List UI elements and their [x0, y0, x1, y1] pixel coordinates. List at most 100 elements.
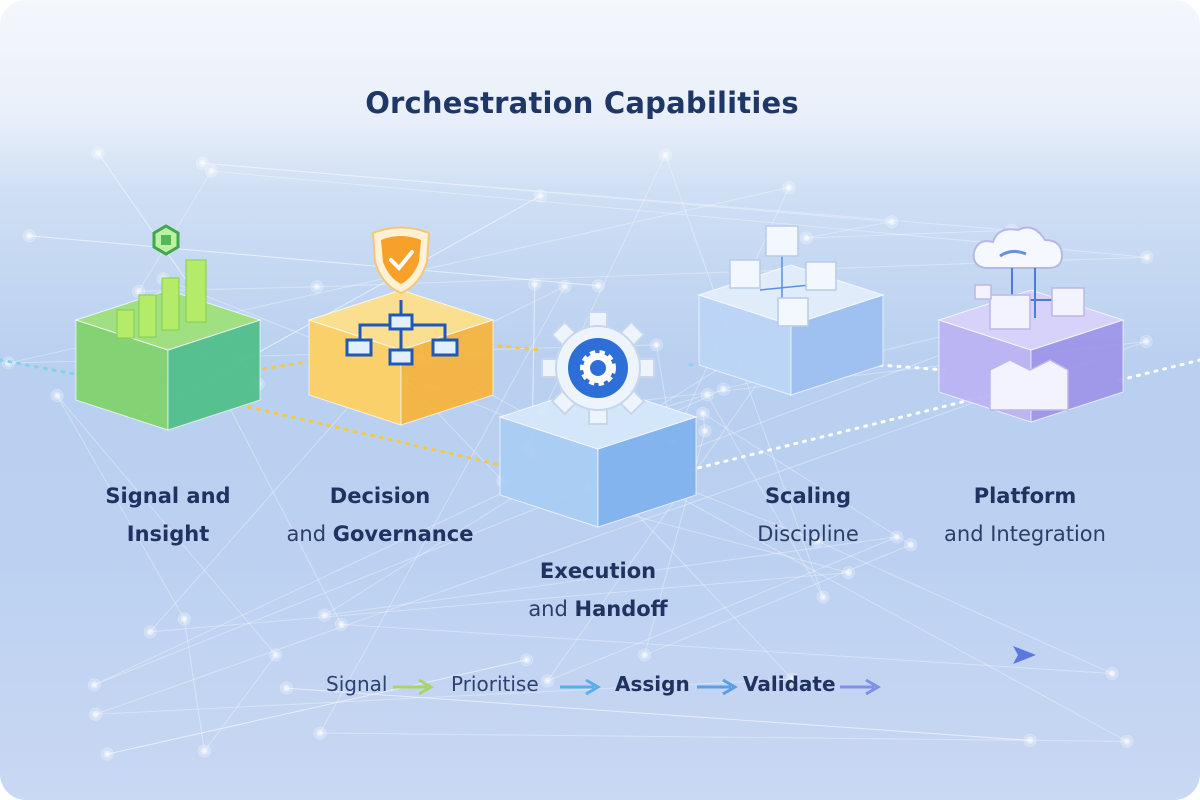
network-node: [541, 674, 555, 688]
network-node: [1023, 733, 1037, 747]
network-line: [816, 540, 1113, 674]
network-node: [785, 672, 799, 686]
network-node: [698, 424, 712, 438]
connector-line: [488, 343, 542, 352]
network-line: [806, 221, 892, 239]
network-node: [310, 280, 324, 294]
network-line: [95, 678, 793, 715]
network-node: [558, 279, 572, 293]
network-line: [56, 395, 277, 656]
shield-hierarchy-icon: [345, 226, 459, 366]
flow-arrow-icon: [393, 678, 434, 696]
network-line: [202, 162, 892, 223]
label-word: and: [286, 522, 333, 546]
bar-chart-icon: [116, 224, 207, 339]
network-line: [150, 572, 849, 633]
network-line: [183, 619, 205, 752]
network-line: [163, 278, 818, 542]
connector-line: [1118, 358, 1200, 382]
connector-line: [688, 393, 992, 472]
label-line: Execution: [539, 559, 657, 583]
network-line: [202, 162, 1012, 231]
network-node: [528, 277, 542, 291]
network-node: [649, 338, 663, 352]
network-node: [100, 747, 114, 761]
network-node: [177, 612, 191, 626]
network-node: [890, 530, 904, 544]
network-node: [841, 566, 855, 580]
network-line: [107, 659, 527, 755]
network-node: [782, 180, 796, 194]
capability-label-platform: Platform and Integration: [905, 477, 1145, 553]
network-node: [22, 229, 36, 243]
capability-label-decision: Decision and Governance: [260, 477, 500, 553]
label-word: and: [528, 597, 575, 621]
network-node: [591, 279, 605, 293]
network-line: [94, 487, 589, 686]
flow-arrow-icon: [697, 678, 738, 696]
network-line: [702, 413, 911, 546]
connector-line: [878, 363, 947, 372]
network-line: [107, 659, 527, 755]
network-line: [525, 154, 666, 448]
label-line: Insight: [126, 522, 210, 546]
flow-arrow-icon: [840, 678, 881, 696]
network-node: [1140, 250, 1154, 264]
network-node: [89, 707, 103, 721]
network-node: [50, 389, 64, 403]
network-line: [56, 395, 185, 620]
flow-arrowhead-icon: [1013, 646, 1036, 664]
network-line: [286, 687, 1031, 741]
network-node: [885, 215, 899, 229]
network-node: [195, 156, 209, 170]
flow-step-signal: Signal: [326, 672, 388, 696]
label-word: Handoff: [574, 597, 668, 621]
network-node: [197, 744, 211, 758]
flow-step-assign: Assign: [615, 672, 690, 696]
network-node: [279, 681, 293, 695]
network-node: [334, 617, 348, 631]
network-node: [87, 678, 101, 692]
network-node: [143, 625, 157, 639]
network-line: [706, 394, 824, 598]
network-node: [1105, 666, 1119, 680]
flow-arrow-icon: [560, 678, 601, 696]
network-node: [717, 382, 731, 396]
network-line: [29, 235, 599, 287]
network-line: [644, 544, 911, 656]
capability-label-execution: Execution and Handoff: [478, 552, 718, 628]
network-node: [1139, 334, 1153, 348]
label-line: Platform: [973, 484, 1077, 508]
label-line: Scaling: [764, 484, 852, 508]
network-line: [320, 732, 1127, 742]
capability-label-scaling: Scaling Discipline: [688, 477, 928, 553]
cubes-network-icon: [729, 225, 837, 327]
capability-box: [697, 264, 885, 396]
network-node: [700, 388, 714, 402]
capability-label-signal: Signal and Insight: [48, 477, 288, 553]
capability-box: [307, 289, 495, 426]
gear-icon: [541, 311, 655, 425]
label-word: Governance: [332, 522, 474, 546]
label-line: Signal and: [105, 484, 231, 508]
network-node: [696, 406, 710, 420]
flow-step-validate: Validate: [743, 672, 836, 696]
network-node: [799, 231, 813, 245]
network-node: [313, 726, 327, 740]
network-node: [317, 608, 331, 622]
network-node: [816, 590, 830, 604]
network-line: [204, 654, 277, 752]
network-line: [324, 536, 897, 616]
network-line: [806, 229, 1012, 239]
network-node: [204, 164, 218, 178]
label-line: Decision: [329, 484, 431, 508]
network-line: [286, 687, 1031, 741]
network-node: [810, 534, 824, 548]
label-line: and Integration: [944, 522, 1106, 546]
network-line: [319, 286, 566, 734]
flow-step-prioritise: Prioritise: [451, 672, 539, 696]
network-node: [533, 189, 547, 203]
network-node: [658, 148, 672, 162]
